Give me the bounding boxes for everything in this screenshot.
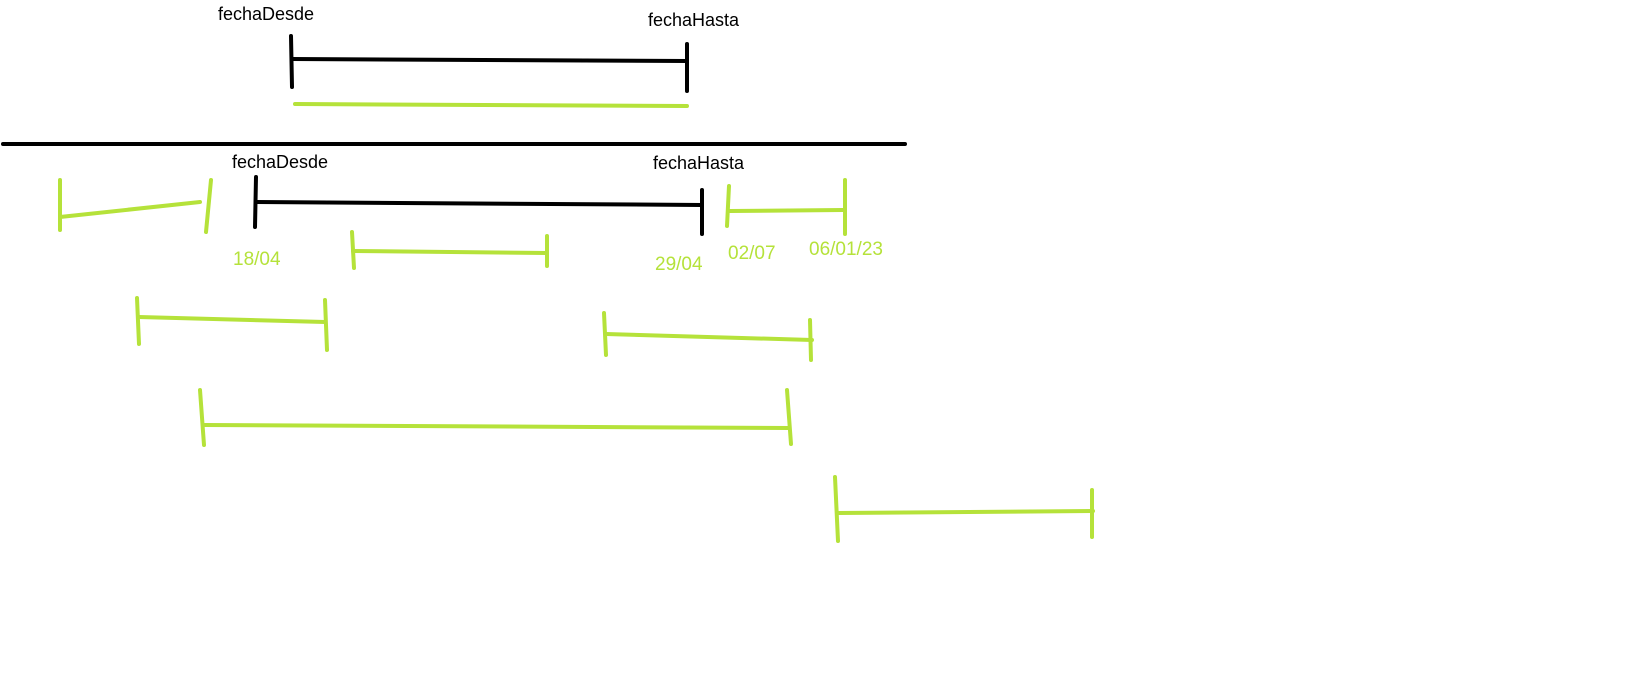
date-label-18-04: 18/04: [233, 249, 281, 270]
bottom-black-bracket: [253, 175, 704, 236]
date-labels: 18/04 29/04 02/07 06/01/23: [233, 239, 883, 275]
green-range-overlap-start: [135, 296, 329, 352]
date-label-06-01-23: 06/01/23: [809, 239, 883, 260]
green-ranges: [58, 178, 1095, 543]
top-fecha-hasta-label: fechaHasta: [648, 10, 740, 30]
bottom-reference-range: fechaDesde fechaHasta: [232, 152, 745, 236]
top-black-bracket: [289, 34, 689, 93]
bottom-fecha-hasta-label: fechaHasta: [653, 153, 745, 173]
green-range-inside: [350, 230, 549, 270]
top-fecha-desde-label: fechaDesde: [218, 4, 314, 24]
top-green-range-line: [293, 102, 689, 108]
date-label-02-07: 02/07: [728, 243, 776, 264]
green-range-far-after: [833, 475, 1095, 543]
green-range-after-end: [725, 178, 847, 236]
bottom-fecha-desde-label: fechaDesde: [232, 152, 328, 172]
green-range-containing: [198, 388, 793, 447]
date-label-29-04: 29/04: [655, 254, 703, 275]
green-range-before-start: [58, 178, 213, 234]
top-reference-range: fechaDesde fechaHasta: [218, 4, 740, 108]
green-range-overlap-end: [602, 311, 814, 362]
